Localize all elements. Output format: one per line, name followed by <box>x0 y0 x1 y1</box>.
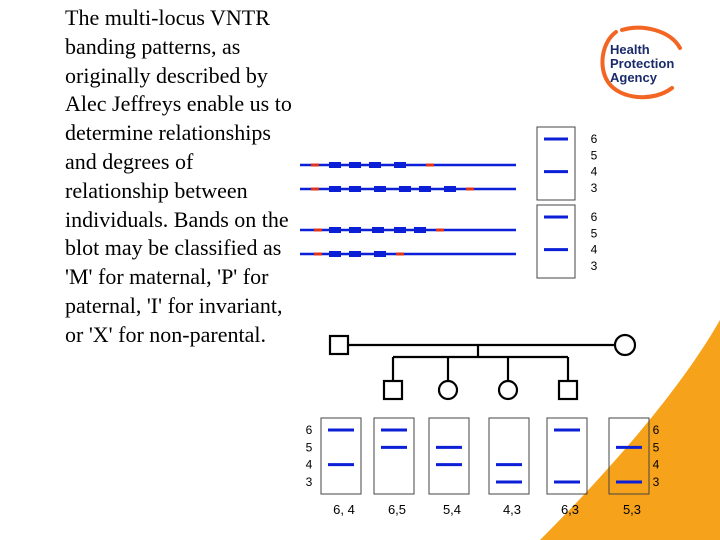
child-symbol <box>497 379 519 401</box>
parent-gel-size-label: 6 <box>591 132 598 146</box>
fingerprint-marker <box>314 228 322 232</box>
fingerprint-band <box>369 162 381 168</box>
fingerprint-band <box>399 186 411 192</box>
fingerprint-band <box>349 186 361 192</box>
logo-line-1: Health <box>610 42 650 57</box>
child-gel-scale-left-label: 5 <box>306 440 313 454</box>
child-gel-scale-left-label: 3 <box>306 475 313 489</box>
parent-gel-box <box>536 126 576 201</box>
parent-gel-size-label: 5 <box>591 148 598 162</box>
child-gel-scale-right-label: 5 <box>653 440 660 454</box>
fingerprint-marker <box>426 163 434 167</box>
fingerprint-band <box>374 251 386 257</box>
child-gel-scale-right-label: 4 <box>653 458 660 472</box>
child-symbol <box>382 379 404 401</box>
parent-gel-size-label: 6 <box>591 210 598 224</box>
swoosh-shape <box>540 320 720 540</box>
logo-line-3: Agency <box>610 70 658 85</box>
child-gel-box <box>608 417 650 495</box>
fingerprint-marker <box>311 187 319 191</box>
fingerprint-band <box>419 186 431 192</box>
father-symbol <box>328 334 350 356</box>
fingerprint-band <box>329 186 341 192</box>
fingerprint-band <box>349 251 361 257</box>
child-gel-box <box>488 417 530 495</box>
parent-gel-size-label: 3 <box>591 259 598 273</box>
child-gel-scale-left-label: 4 <box>306 458 313 472</box>
fingerprint-band <box>444 186 456 192</box>
child-gel-allele-pair: 6, 4 <box>333 502 355 517</box>
fingerprint-band <box>394 162 406 168</box>
child-gel-box <box>428 417 470 495</box>
fingerprint-marker <box>396 252 404 256</box>
fingerprint-marker <box>314 252 322 256</box>
parent-gel-size-label: 5 <box>591 226 598 240</box>
child-symbol <box>437 379 459 401</box>
fingerprint-band <box>394 227 406 233</box>
parent-gel-size-label: 3 <box>591 181 598 195</box>
fingerprint-marker <box>466 187 474 191</box>
child-gel-allele-pair: 6,3 <box>561 502 579 517</box>
logo-ring <box>600 25 682 100</box>
child-gel-box <box>320 417 362 495</box>
child-gel-scale-left-label: 6 <box>306 423 313 437</box>
mother-symbol <box>613 333 637 357</box>
child-gel-allele-pair: 4,3 <box>503 502 521 517</box>
fingerprint-band <box>414 227 426 233</box>
fingerprint-marker <box>311 163 319 167</box>
child-gel-scale-right-label: 6 <box>653 423 660 437</box>
child-gel-scale-right-label: 3 <box>653 475 660 489</box>
child-gel-allele-pair: 5,4 <box>443 502 461 517</box>
child-symbol <box>557 379 579 401</box>
fingerprint-band <box>349 162 361 168</box>
parent-gel-box <box>536 204 576 279</box>
child-gel-allele-pair: 6,5 <box>388 502 406 517</box>
fingerprint-band <box>329 251 341 257</box>
fingerprint-marker <box>436 228 444 232</box>
child-gel-box <box>546 417 588 495</box>
child-gel-allele-pair: 5,3 <box>623 502 641 517</box>
child-gel-box <box>373 417 415 495</box>
parent-gel-size-label: 4 <box>591 165 598 179</box>
fingerprint-band <box>329 162 341 168</box>
fingerprint-band <box>349 227 361 233</box>
fingerprint-band <box>372 227 384 233</box>
parent-gel-size-label: 4 <box>591 243 598 257</box>
logo-line-2: Protection <box>610 56 674 71</box>
hpa-logo: Health Protection Agency <box>600 25 682 100</box>
fingerprint-band <box>329 227 341 233</box>
fingerprint-band <box>374 186 386 192</box>
slide-body-text: The multi-locus VNTR banding patterns, a… <box>65 5 292 347</box>
